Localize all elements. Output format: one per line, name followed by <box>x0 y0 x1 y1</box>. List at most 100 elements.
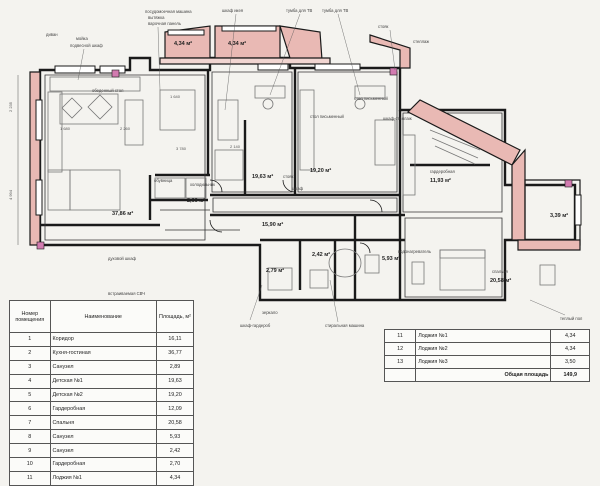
col-header-area: Площадь, м² <box>155 300 195 333</box>
label-oven: духовой шкаф <box>108 256 137 261</box>
label-warm-floor: теплый пол <box>560 316 583 321</box>
cell-area: 4,34 <box>155 470 195 486</box>
cell-num: 10 <box>9 457 51 472</box>
cell-area: 16,11 <box>155 332 195 347</box>
area-wc2: 2,42 м² <box>312 251 330 258</box>
cell-area: 19,63 <box>155 373 195 389</box>
label-microwave: встраиваемая СВЧ <box>108 291 145 296</box>
cell-num: 11 <box>383 329 417 343</box>
area-kitchen: 37,86 м² <box>112 210 133 217</box>
cell-area: 2,89 <box>155 359 195 375</box>
cell-area: 2,42 <box>155 443 195 459</box>
col-header-name: Наименование <box>49 300 157 333</box>
cell-name: Санузел <box>49 359 157 375</box>
cell-num: 5 <box>9 387 51 403</box>
leader-lines <box>77 13 566 323</box>
dim-d1: 3 780 <box>176 146 187 151</box>
cell-name: Кухня-гостиная <box>49 345 157 361</box>
cell-num: 12 <box>383 342 417 356</box>
area-bedroom: 20,58 м² <box>490 277 511 284</box>
windows <box>35 25 582 226</box>
cell-name: Гардеробная <box>49 457 157 472</box>
cell-num: 3 <box>9 359 51 375</box>
cell-area: 5,93 <box>155 429 195 445</box>
label-washing-machine: стиральная машина <box>325 323 365 328</box>
furniture <box>47 76 556 291</box>
cell-area: 12,09 <box>155 401 195 417</box>
label-hood: вытяжка <box>148 15 165 20</box>
label-shelf-wardrobe: шкаф-гардероб <box>240 323 271 328</box>
cell-name: Санузел <box>49 443 157 459</box>
label-dining-table: обеденный стол <box>92 88 124 93</box>
dim-left-total: 4 994 <box>8 189 13 200</box>
doors <box>209 179 383 254</box>
label-desk: стол письменный <box>310 114 345 119</box>
riser-markers <box>36 67 573 250</box>
label-mirror: зеркало <box>262 310 278 315</box>
cell-area: 4,34 <box>550 329 590 343</box>
cell-area: 3,50 <box>550 355 590 369</box>
callouts: спальня гардеробная шкаф-стеллаж холодил… <box>46 8 583 328</box>
walls <box>38 56 577 302</box>
cell-area: 4,34 <box>550 342 590 356</box>
total-label: Общая площадь <box>415 368 552 382</box>
cell-num: 6 <box>9 401 51 417</box>
cell-name: Коридор <box>49 332 157 347</box>
cell-area: 19,20 <box>155 387 195 403</box>
area-wc1: 2,79 м² <box>266 267 284 274</box>
cell-name: Санузел <box>49 429 157 445</box>
area-bath: 5,93 м² <box>382 255 400 262</box>
col-header-num: Номер помещения <box>9 300 51 333</box>
label-closet: шкаф <box>292 186 304 191</box>
rooms-table: Номер помещения Наименование Площадь, м²… <box>9 300 195 486</box>
label-wardrobe-closet: шкаф-стеллаж <box>383 116 412 121</box>
cell-num: 13 <box>383 355 417 369</box>
cell-num: 7 <box>9 415 51 431</box>
dim-d3: 1 640 <box>170 94 181 99</box>
cell-num: 2 <box>9 345 51 361</box>
label-closet-ikea: шкаф икея <box>222 8 243 13</box>
dim-loggia-w: 1 680 <box>60 126 71 131</box>
label-desk-2: стол письменный <box>354 96 389 101</box>
area-loggia1: 4,34 м² <box>174 40 192 47</box>
area-child2: 19,20 м² <box>310 167 331 174</box>
label-tv-stand-2: тумба для ТВ <box>322 8 349 13</box>
total-value: 149,9 <box>550 368 590 382</box>
dim-d2: 2 260 <box>120 126 131 131</box>
label-sofa: диван <box>46 32 58 37</box>
area-child1: 19,63 м² <box>252 173 273 180</box>
cell-empty <box>383 368 417 382</box>
area-loggia3: 3,39 м² <box>550 212 568 219</box>
dim-d4: 2 140 <box>230 144 241 149</box>
cell-name: Детская №2 <box>49 387 157 403</box>
cell-area: 2,70 <box>155 457 195 472</box>
cell-name: Гардеробная <box>49 401 157 417</box>
label-wall-cabinet: подвесной шкаф <box>70 43 103 48</box>
cell-name: Лоджия №2 <box>415 342 552 356</box>
cell-num: 11 <box>9 470 51 486</box>
cell-name: Детская №1 <box>49 373 157 389</box>
cell-num: 9 <box>9 443 51 459</box>
label-fridge: холодильник <box>190 182 215 187</box>
label-tv-stand: тумба для ТВ <box>286 8 313 13</box>
dimensions: 4 994 2 235 1 680 3 780 2 260 1 640 2 14… <box>8 75 241 245</box>
label-sink: мойка <box>76 36 88 41</box>
cell-name: Лоджия №3 <box>415 355 552 369</box>
label-shoe-rack: обувница <box>154 178 173 183</box>
area-wardrobe2: 11,93 м² <box>430 177 451 184</box>
